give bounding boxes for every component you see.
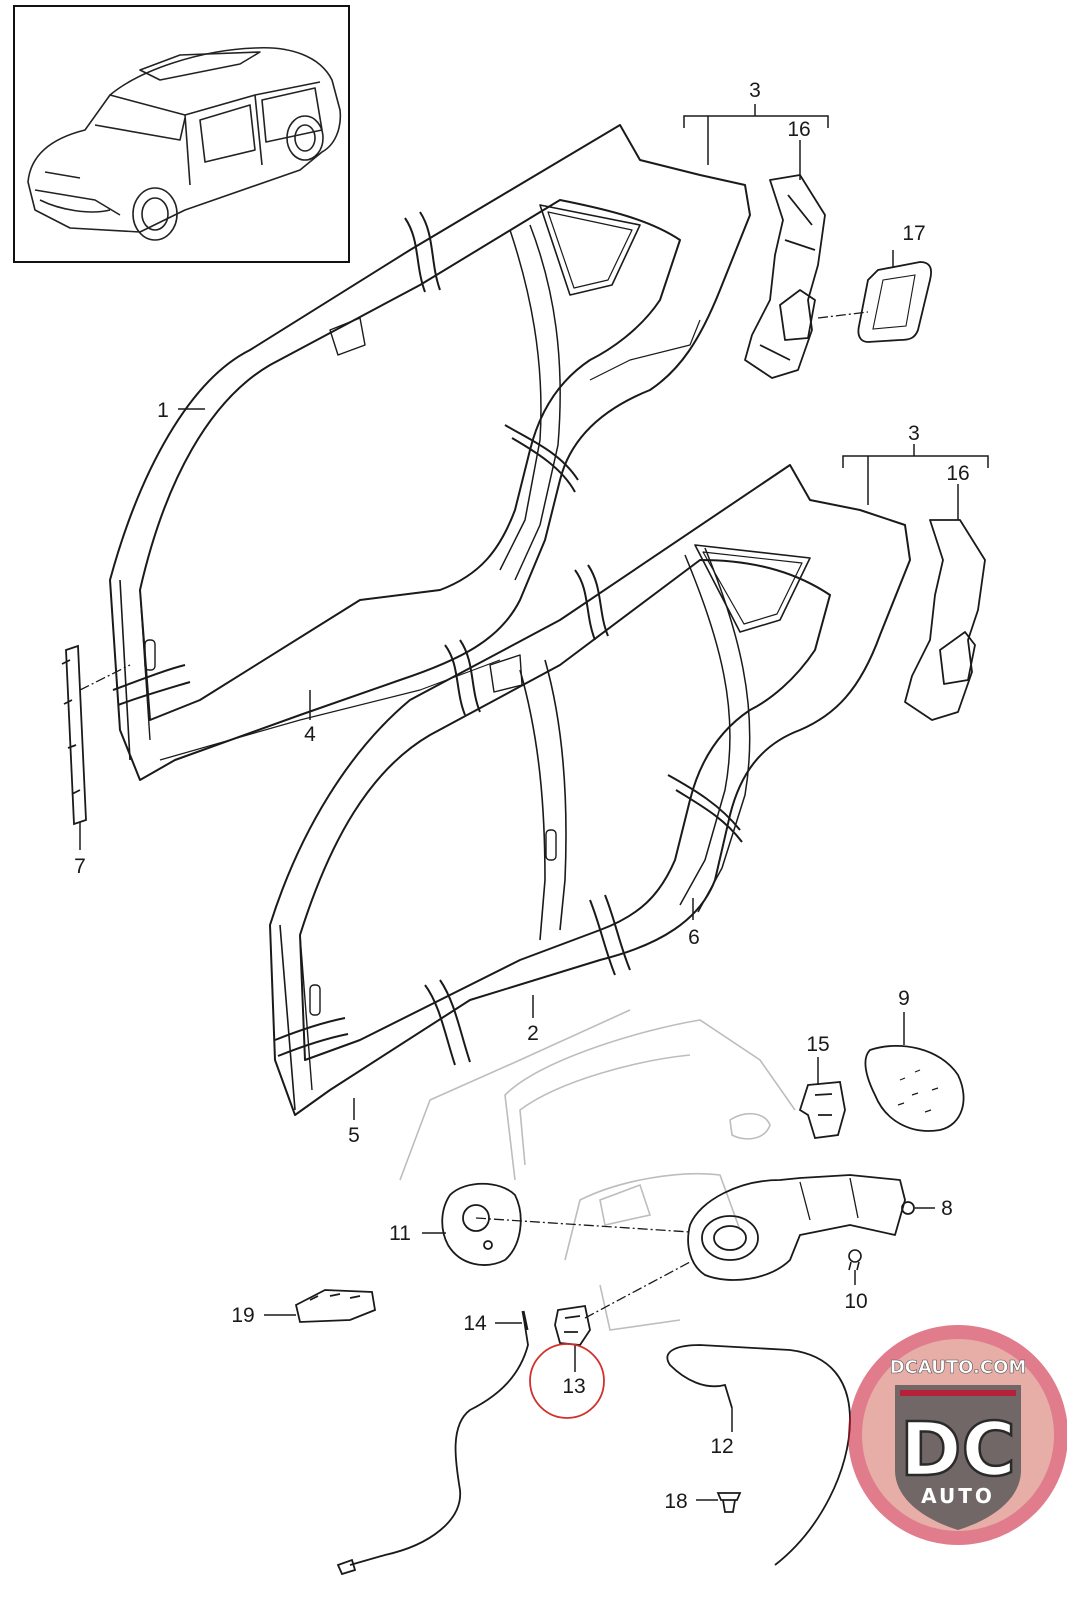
part-19-bracket [294,1289,377,1323]
callout-8: 8 [941,1197,953,1220]
callout-7: 7 [74,855,86,878]
part-16-bracket-lower [904,519,986,721]
assembly-lines [79,311,869,1319]
callout-12: 12 [710,1435,733,1458]
callout-4: 4 [304,723,316,746]
callout-3-lower: 3 [908,422,920,445]
part-9-fuel-door-panel [864,1044,965,1132]
callout-13: 13 [562,1375,585,1398]
vehicle-overview-inset [13,5,350,263]
dcauto-logo: DCAUTO.COM DC AUTO [848,1325,1067,1545]
part-10-screw [848,1249,862,1271]
callout-6: 6 [688,926,700,949]
side-panel-upper [109,124,751,781]
callout-9: 9 [898,987,910,1010]
section-cut-marks-lower [274,564,743,1066]
part-16-bracket-upper [744,174,826,379]
callout-3-upper: 3 [749,79,761,102]
part-12-drain-tube [666,1344,851,1566]
part-15-latch [798,1081,846,1139]
logo-initials: DC [900,1407,1016,1493]
logo-word: AUTO [921,1484,995,1508]
part-7-strip [61,644,87,826]
callout-16-upper: 16 [787,118,810,141]
callout-16-lower: 16 [946,462,969,485]
leader-lines [79,104,989,1501]
callout-labels: 1 3 16 17 3 16 4 7 6 2 9 15 5 8 11 10 19… [74,79,970,1513]
part-8-fuel-filler-housing [687,1174,915,1281]
part-13-actuator [554,1304,591,1346]
part-14-release-cable [336,1310,529,1576]
callout-18: 18 [664,1490,687,1513]
callout-14: 14 [463,1312,487,1335]
part-18-clip [716,1492,742,1513]
callout-19: 19 [231,1304,254,1327]
logo-site-text: DCAUTO.COM [890,1357,1027,1378]
callout-5: 5 [348,1124,360,1147]
background-car-outline [399,1009,796,1331]
side-panel-lower [269,464,911,1116]
callout-15: 15 [806,1033,829,1056]
part-17-pad [857,261,933,343]
callout-17: 17 [902,222,925,245]
callout-2: 2 [527,1022,539,1045]
highlight-circle-13 [529,1343,605,1419]
section-cut-marks-upper [112,211,579,706]
logo-shield [895,1385,1021,1530]
part-11-fuel-door [441,1182,522,1266]
callout-1: 1 [157,399,169,422]
callout-10: 10 [844,1290,867,1313]
callout-11: 11 [389,1222,411,1245]
